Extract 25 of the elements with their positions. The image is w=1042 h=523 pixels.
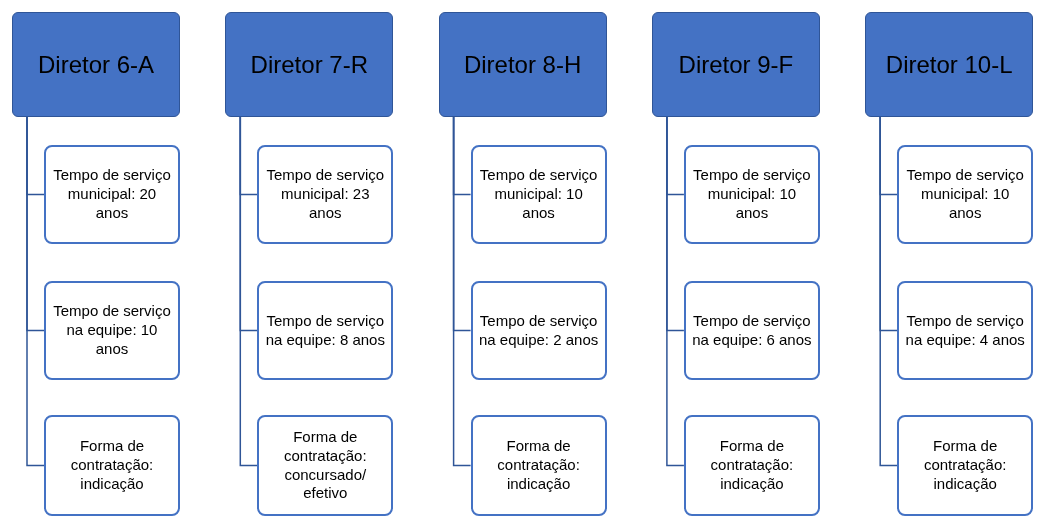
info-box: Tempo de serviço na equipe: 8 anos	[257, 281, 394, 380]
info-box: Forma de contratação: concursado/ efetivo	[257, 415, 394, 516]
info-box: Tempo de serviço na equipe: 4 anos	[897, 281, 1034, 380]
info-box: Forma de contratação: indicação	[683, 415, 820, 516]
info-box: Tempo de serviço municipal: 10 anos	[470, 145, 607, 244]
director-box: Diretor 6-A	[12, 12, 180, 117]
info-box: Tempo de serviço municipal: 10 anos	[897, 145, 1034, 244]
info-box: Tempo de serviço municipal: 20 anos	[44, 145, 180, 244]
connector-line	[879, 116, 898, 467]
info-box: Forma de contratação: indicação	[470, 415, 607, 516]
info-box: Tempo de serviço na equipe: 2 anos	[470, 281, 607, 380]
director-box: Diretor 10-L	[865, 12, 1034, 117]
director-box: Diretor 9-F	[651, 12, 820, 117]
connector-line	[666, 116, 685, 467]
director-box: Diretor 8-H	[438, 12, 607, 117]
info-box: Tempo de serviço municipal: 23 anos	[257, 145, 394, 244]
info-box: Forma de contratação: indicação	[44, 415, 180, 516]
director-box: Diretor 7-R	[225, 12, 394, 117]
info-box: Tempo de serviço na equipe: 6 anos	[683, 281, 820, 380]
connector-line	[239, 116, 259, 467]
connector-line	[26, 116, 45, 467]
connector-line	[452, 116, 472, 467]
info-box: Tempo de serviço municipal: 10 anos	[683, 145, 820, 244]
info-box: Tempo de serviço na equipe: 10 anos	[44, 281, 180, 380]
info-box: Forma de contratação: indicação	[897, 415, 1034, 516]
